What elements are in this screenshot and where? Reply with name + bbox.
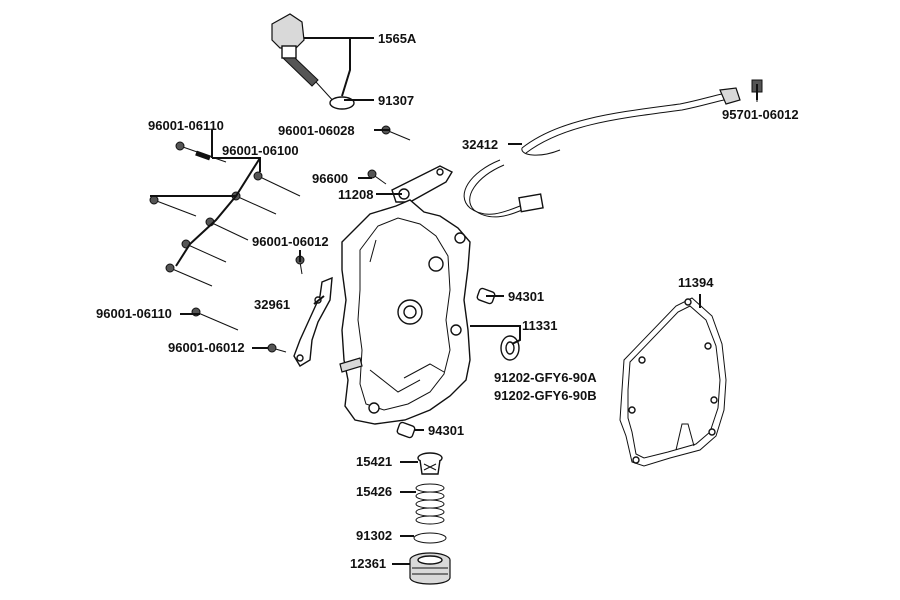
label-91202-gfy6-90b: 91202-GFY6-90B: [494, 388, 597, 403]
label-94301-upper: 94301: [508, 289, 544, 304]
spring-15426: [415, 483, 445, 525]
bracket-11208: [391, 165, 453, 203]
label-15421: 15421: [356, 454, 392, 469]
oil-seal: [500, 335, 520, 361]
label-32412: 32412: [462, 137, 498, 152]
label-96001-06028: 96001-06028: [278, 123, 355, 138]
label-96001-06110-mid: 96001-06110: [96, 306, 172, 321]
o-ring-91302: [413, 532, 447, 544]
label-95701-06012: 95701-06012: [722, 107, 799, 122]
drain-plug-12361: [409, 552, 451, 585]
label-96001-06110-top: 96001-06110: [148, 118, 224, 133]
label-91307: 91307: [378, 93, 414, 108]
gasket-11394: [619, 297, 727, 467]
label-96001-06100: 96001-06100: [222, 143, 299, 158]
label-11208: 11208: [338, 187, 373, 202]
label-1565a: 1565A: [378, 31, 417, 46]
strainer-15421: [417, 452, 443, 475]
label-96001-06012-upper: 96001-06012: [252, 234, 329, 249]
cable-part: [463, 79, 763, 218]
o-ring-91307: [329, 96, 355, 110]
leader-lines: [150, 37, 758, 565]
label-15426: 15426: [356, 484, 392, 499]
label-91302: 91302: [356, 528, 392, 543]
bracket-32961: [293, 276, 333, 367]
bolt-96001-06012-lower: [267, 343, 287, 353]
dipstick-part: [271, 13, 337, 105]
label-94301-lower: 94301: [428, 423, 464, 438]
callout-labels: 1565A 91307 95701-06012 96001-06110 9600…: [96, 31, 799, 571]
label-91202-gfy6-90a: 91202-GFY6-90A: [494, 370, 597, 385]
crankcase-cover: [339, 199, 471, 425]
dowel-pin-lower: [396, 421, 416, 439]
label-12361: 12361: [350, 556, 386, 571]
bolts-cluster: [153, 145, 301, 331]
label-11394: 11394: [678, 275, 714, 290]
label-96001-06012-lower: 96001-06012: [168, 340, 245, 355]
label-96600: 96600: [312, 171, 348, 186]
label-32961: 32961: [254, 297, 290, 312]
label-11331: 11331: [522, 318, 557, 333]
bolt-96001-06028: [381, 125, 411, 141]
